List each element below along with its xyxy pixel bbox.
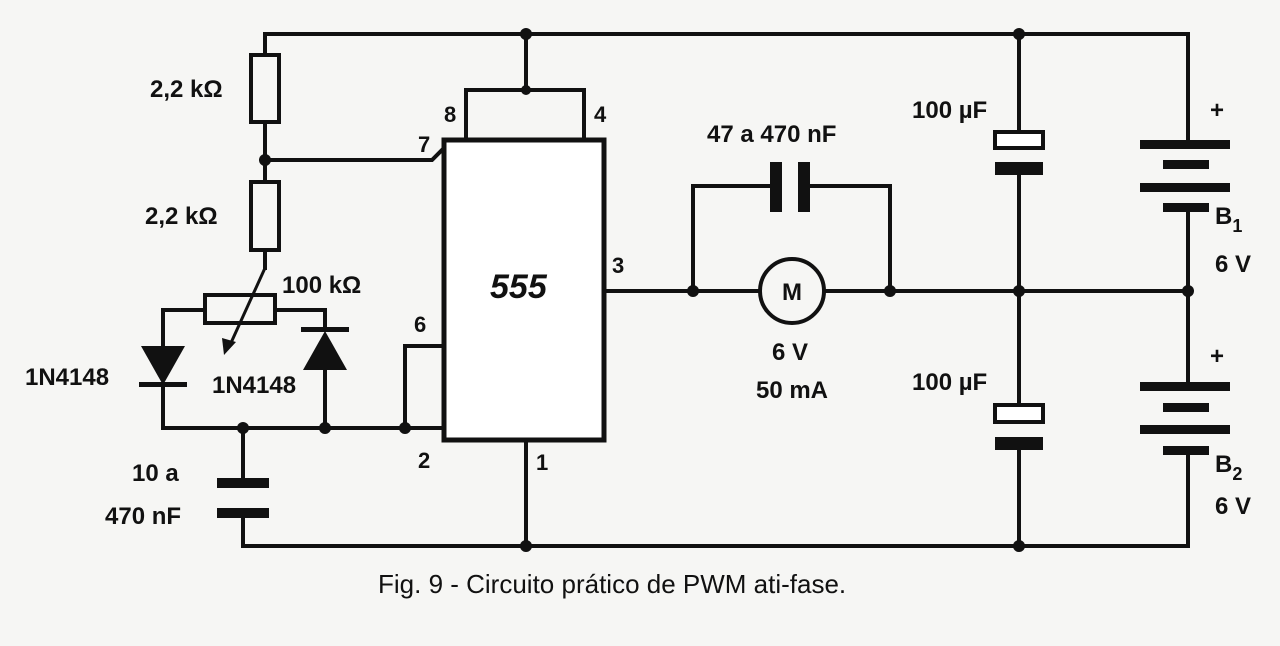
cap-bottom-plate-negative (995, 437, 1043, 450)
junction-dot (520, 28, 532, 40)
b1-cell-short-1 (1163, 160, 1209, 169)
diode-d2-bar (301, 327, 349, 332)
pin6-wire (403, 344, 446, 430)
timing-cap-plate-bottom (217, 508, 269, 518)
cap-top-plate-negative (995, 162, 1043, 175)
d2-part-label: 1N4148 (212, 372, 296, 399)
junction-dot (1013, 540, 1025, 552)
junction-dot (399, 422, 411, 434)
pin-1-label: 1 (536, 450, 548, 475)
pin-2-label: 2 (418, 448, 430, 473)
junction-dot (521, 85, 531, 95)
b2-name-label: B2 (1215, 451, 1242, 484)
junction-dot (1013, 28, 1025, 40)
pin-8-label: 8 (444, 102, 456, 127)
motor-cap-value-label: 47 a 470 nF (707, 121, 836, 148)
junction-dot (319, 422, 331, 434)
pin-7-label: 7 (418, 132, 430, 157)
motor-m-label: M (782, 279, 802, 306)
junctions (237, 28, 1194, 552)
b2-cell-long-1 (1140, 382, 1230, 391)
b2-voltage-label: 6 V (1215, 493, 1251, 520)
diode-d1-bar (139, 382, 187, 387)
b2-cell-short-2 (1163, 446, 1209, 455)
r1-value-label: 2,2 kΩ (150, 76, 223, 103)
cm-left-wire (691, 184, 772, 293)
pin7-wire (263, 145, 447, 162)
battery-b1 (1140, 140, 1230, 212)
b1-cell-long-2 (1140, 183, 1230, 192)
b1-voltage-label: 6 V (1215, 251, 1251, 278)
pot-wiper-arrow-icon (222, 338, 236, 355)
cm-right-wire (808, 184, 892, 293)
junction-dot (687, 285, 699, 297)
pin-3-label: 3 (612, 253, 624, 278)
ct-value-line2: 470 nF (105, 503, 181, 530)
wires (161, 32, 1190, 548)
potentiometer (203, 293, 277, 325)
cap-top-plate-positive (993, 130, 1045, 150)
ct-value-line1: 10 a (132, 460, 179, 487)
b1-cell-short-2 (1163, 203, 1209, 212)
pin-6-label: 6 (414, 312, 426, 337)
diode-d1-triangle-icon (141, 346, 185, 385)
junction-dot (259, 154, 271, 166)
b2-cell-short-1 (1163, 403, 1209, 412)
diode-d2-triangle-icon (303, 331, 347, 370)
motor-voltage-label: 6 V (772, 339, 808, 366)
pin-4-label: 4 (594, 102, 607, 127)
resistor-r1 (249, 53, 281, 124)
ic-555-body (441, 137, 607, 443)
junction-dot (884, 285, 896, 297)
pot-wiper-line (228, 267, 267, 346)
diode-d2 (301, 327, 349, 370)
b2-plus-label: + (1210, 343, 1224, 370)
timing-cap-plate-top (217, 478, 269, 488)
pins-8-4-wire (464, 88, 586, 142)
d1-part-label: 1N4148 (25, 364, 109, 391)
junction-dot (1013, 285, 1025, 297)
ic-555-label: 555 (490, 268, 548, 306)
b1-cell-long-1 (1140, 140, 1230, 149)
motor-current-label: 50 mA (756, 377, 828, 404)
diode-d1 (139, 346, 187, 387)
resistor-r2 (249, 180, 281, 252)
motor-cap-plate-right (798, 162, 810, 212)
cap-bottom-value-label: 100 µF (912, 369, 987, 396)
b2-cell-long-2 (1140, 425, 1230, 434)
junction-dot (1182, 285, 1194, 297)
motor-cap-plate-left (770, 162, 782, 212)
cap-bottom-plate-positive (993, 403, 1045, 424)
junction-dot (237, 422, 249, 434)
b1-plus-label: + (1210, 97, 1224, 124)
cap-top-value-label: 100 µF (912, 97, 987, 124)
figure-caption: Fig. 9 - Circuito prático de PWM ati-fas… (378, 569, 846, 599)
motor-symbol (758, 257, 826, 325)
junction-dot (520, 540, 532, 552)
b1-name-label: B1 (1215, 203, 1242, 236)
r2-value-label: 2,2 kΩ (145, 203, 218, 230)
battery-b2 (1140, 382, 1230, 455)
pot-value-label: 100 kΩ (282, 272, 361, 299)
